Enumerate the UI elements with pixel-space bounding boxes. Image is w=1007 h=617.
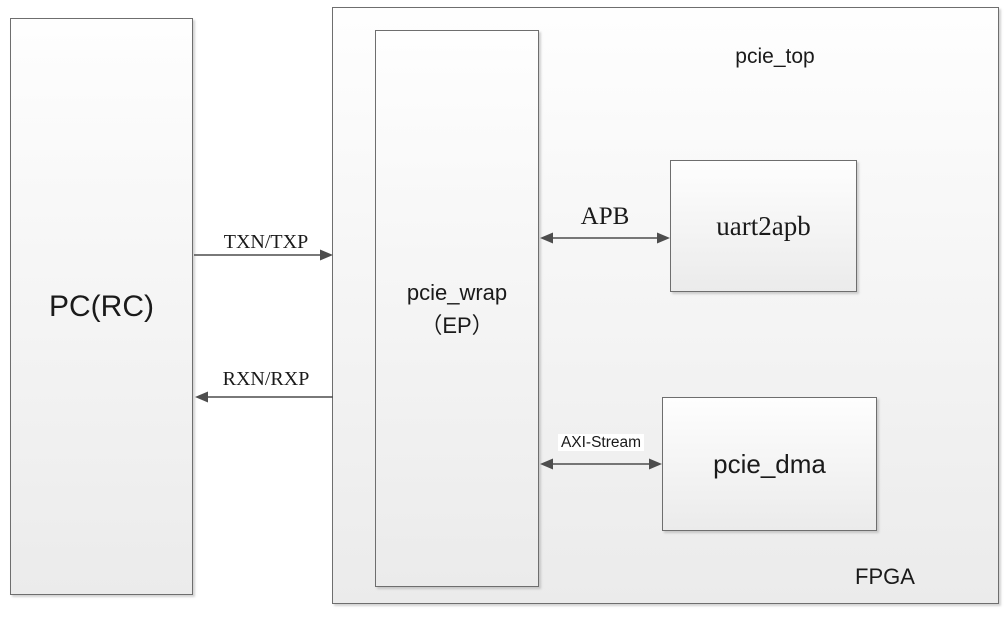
node-uart2apb-label: uart2apb: [716, 210, 811, 241]
node-pc-rc-label: PC(RC): [49, 289, 154, 323]
connection-label-txn-txp: TXN/TXP: [223, 231, 309, 253]
connection-label-rxn-rxp: RXN/RXP: [222, 368, 310, 390]
node-pcie-dma-label: pcie_dma: [713, 448, 826, 479]
arrow-rxn-rxp: [195, 391, 333, 403]
node-pcie-wrap-label-line2: （EP）: [420, 312, 494, 338]
fpga-label: FPGA: [855, 564, 915, 589]
node-uart2apb: uart2apb: [670, 160, 857, 292]
node-pc-rc: PC(RC): [10, 18, 193, 595]
connection-label-apb: APB: [580, 203, 630, 230]
node-pcie-dma: pcie_dma: [662, 397, 877, 531]
node-pcie-wrap-label-line1: pcie_wrap: [406, 279, 508, 305]
connection-label-axi-stream: AXI-Stream: [540, 434, 662, 452]
node-pcie-wrap: pcie_wrap （EP）: [375, 30, 539, 587]
pcie-top-label: pcie_top: [735, 45, 815, 68]
